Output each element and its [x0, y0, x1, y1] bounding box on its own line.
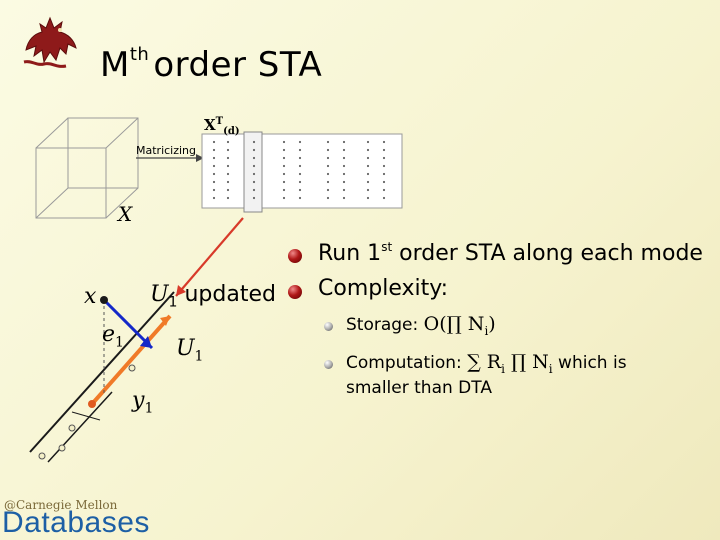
sub-bullet-icon	[324, 360, 333, 369]
u1-updated-label: U1 updated	[150, 282, 276, 311]
matricizing-label: Matricizing	[136, 144, 197, 157]
sub-bullet-computation: Computation: ∑ Ri ∏ Ni which is	[346, 351, 627, 376]
matrix-dot	[212, 148, 216, 152]
matrix-dot	[382, 196, 386, 200]
matrix-dot	[382, 180, 386, 184]
matrix-dot	[282, 188, 286, 192]
matrix-dot	[382, 140, 386, 144]
sub-bullet-storage: Storage: O(∏ Ni)	[346, 313, 496, 338]
matrix-dot	[226, 140, 230, 144]
sub-bullet-icon	[324, 322, 333, 331]
matrix-dot	[282, 140, 286, 144]
matrix-dot	[226, 180, 230, 184]
matrix-dot	[326, 156, 330, 160]
matrix-dot	[366, 164, 370, 168]
matrix-dot	[226, 196, 230, 200]
matrix-dot	[226, 172, 230, 176]
matrix-dot	[326, 164, 330, 168]
matrix-dot	[326, 140, 330, 144]
matrix-dot	[212, 156, 216, 160]
matrix-dot	[298, 180, 302, 184]
matrix-dot	[298, 148, 302, 152]
matrix-dot	[366, 148, 370, 152]
matrix-dot	[212, 172, 216, 176]
matrix-dot	[298, 140, 302, 144]
matrix-dot	[226, 156, 230, 160]
matrix-dot	[282, 164, 286, 168]
matrix-dot	[226, 188, 230, 192]
matrix-dot	[366, 156, 370, 160]
bullet-complexity: Complexity:	[318, 276, 449, 301]
matrix-dot	[212, 164, 216, 168]
matrix-dot	[282, 180, 286, 184]
matrix-dot	[366, 140, 370, 144]
x-point-label: x	[84, 284, 97, 309]
matrix-dot	[342, 164, 346, 168]
matrix-dot	[342, 196, 346, 200]
matrix-dot	[252, 164, 256, 168]
matrix-dot	[282, 196, 286, 200]
matrix-dot	[282, 156, 286, 160]
tensor-label: X	[118, 202, 133, 226]
matrix-dot	[212, 188, 216, 192]
matrix-dot	[366, 196, 370, 200]
matrix-dot	[212, 140, 216, 144]
matrix-dot	[326, 172, 330, 176]
matrix-dot	[342, 140, 346, 144]
matrix-dot	[342, 148, 346, 152]
bullet-icon	[288, 249, 302, 263]
matrix-dot	[252, 172, 256, 176]
matrix-symbol: XT(d)	[204, 116, 240, 137]
matrix-dot	[252, 140, 256, 144]
matrix-dot	[382, 148, 386, 152]
matrix-dot	[366, 172, 370, 176]
matrix-dot	[282, 148, 286, 152]
matrix-dot	[382, 172, 386, 176]
matrix-dot	[382, 188, 386, 192]
matrix-dot	[226, 164, 230, 168]
matrix-dot	[326, 188, 330, 192]
matrix-dot	[212, 180, 216, 184]
matrix-dot	[212, 196, 216, 200]
matrix-dot	[298, 164, 302, 168]
matricizing-figure	[35, 117, 403, 219]
matrix-dot	[342, 156, 346, 160]
matrix-dot	[298, 156, 302, 160]
bullet-icon	[288, 285, 302, 299]
y1-label: y1	[132, 388, 154, 417]
matrix-dot	[252, 188, 256, 192]
matrix-dot	[252, 180, 256, 184]
matrix-dot	[226, 148, 230, 152]
databases-logo: Databases	[2, 506, 150, 539]
matrix-dot	[382, 156, 386, 160]
matrix-dot	[252, 156, 256, 160]
matrix-dot	[326, 180, 330, 184]
matrix-dot	[342, 180, 346, 184]
matrix-dot	[298, 188, 302, 192]
matrix-dot	[252, 148, 256, 152]
bullet-run-sta: Run 1st order STA along each mode	[318, 240, 703, 266]
matrix-dot	[326, 196, 330, 200]
matrix-dot	[342, 188, 346, 192]
sub-bullet-computation-line2: smaller than DTA	[346, 378, 492, 398]
matrix-dot	[382, 164, 386, 168]
matrix-dot	[298, 172, 302, 176]
matrix-dot	[326, 148, 330, 152]
matrix-dot	[366, 180, 370, 184]
cmu-logo-text: @Carnegie Mellon	[4, 498, 118, 512]
matrix-dot	[282, 172, 286, 176]
e1-label: e1	[102, 322, 124, 351]
matrix-dot	[252, 196, 256, 200]
griffin-icon	[16, 10, 82, 74]
matrix-dot	[298, 196, 302, 200]
u1-label: U1	[176, 336, 204, 365]
matrix-dot	[366, 188, 370, 192]
matrix-dot	[342, 172, 346, 176]
